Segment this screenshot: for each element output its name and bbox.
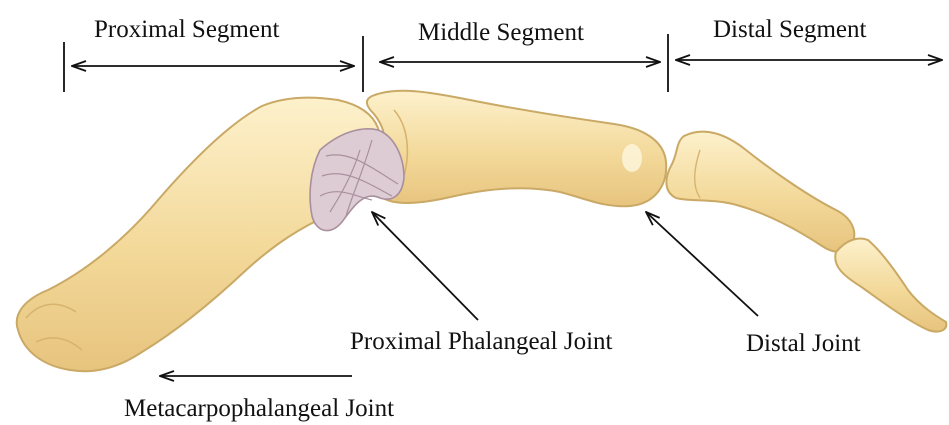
middle-phalanx-head-highlight: [622, 144, 642, 172]
proximal-phalanx-bone: [17, 98, 381, 372]
proximal-segment-label: Proximal Segment: [94, 17, 279, 42]
distal-phalanx-bone: [666, 132, 854, 252]
metacarpophalangeal-joint-label: Metacarpophalangeal Joint: [124, 396, 394, 421]
distal-tip-bone: [835, 239, 946, 332]
middle-segment-label: Middle Segment: [418, 20, 584, 45]
distal-segment-label: Distal Segment: [713, 17, 866, 42]
middle-phalanx-bone: [367, 91, 666, 206]
distal-joint-pointer-arrow: [646, 212, 758, 316]
distal-joint-label: Distal Joint: [746, 331, 861, 356]
proximal-phalangeal-joint-label: Proximal Phalangeal Joint: [350, 329, 612, 354]
pip-joint-pointer-arrow: [372, 212, 478, 320]
